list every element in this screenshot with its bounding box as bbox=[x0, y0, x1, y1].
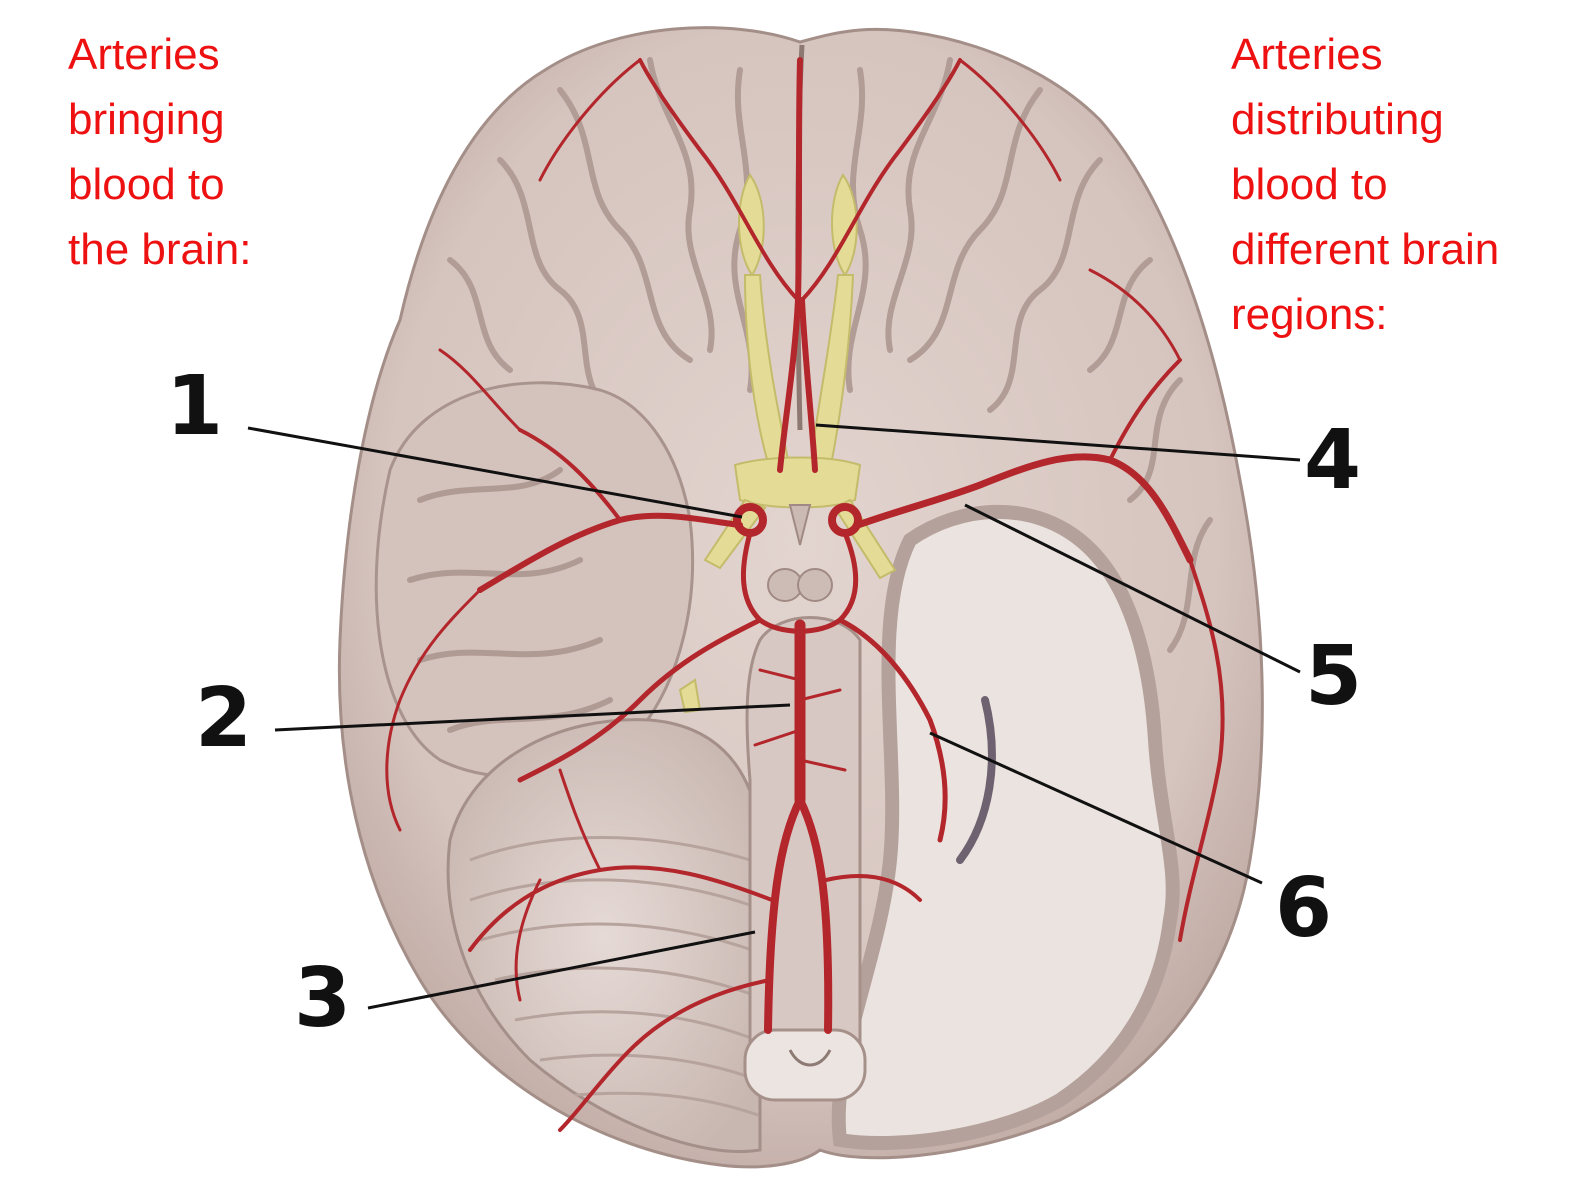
leader-line-5 bbox=[964, 503, 1301, 674]
heading-right-line: different brain bbox=[1231, 225, 1500, 275]
leader-lines bbox=[247, 423, 1301, 1010]
left-temporal-lobe bbox=[374, 381, 695, 779]
leader-line-4 bbox=[815, 423, 1301, 462]
heading-right-line: distributing bbox=[1231, 95, 1444, 145]
leader-line-6 bbox=[929, 731, 1263, 885]
heading-left-line: blood to bbox=[68, 160, 225, 210]
optic-structures bbox=[678, 173, 897, 714]
heading-arteries-bringing-blood: Arteries bringing blood to the brain: bbox=[68, 22, 251, 282]
gyri bbox=[447, 57, 1213, 653]
leader-line-3 bbox=[367, 930, 756, 1010]
mammillary-body-left bbox=[767, 568, 803, 602]
brain-illustration bbox=[247, 26, 1301, 1169]
cerebellum bbox=[446, 718, 762, 1154]
label-number-5: 5 bbox=[1305, 629, 1363, 724]
lateral-ventricle bbox=[956, 696, 996, 864]
heading-right-line: regions: bbox=[1231, 290, 1388, 340]
leader-line-1 bbox=[247, 426, 743, 519]
heading-left-line: Arteries bbox=[68, 30, 220, 79]
leader-line-2 bbox=[274, 703, 791, 732]
label-number-6: 6 bbox=[1275, 861, 1333, 956]
heading-left-line: the brain: bbox=[68, 225, 252, 275]
heading-left-line: bringing bbox=[68, 95, 225, 145]
right-white-matter-section bbox=[831, 504, 1180, 1151]
heading-right-line: blood to bbox=[1231, 160, 1388, 210]
label-number-2: 2 bbox=[195, 671, 253, 766]
label-number-3: 3 bbox=[294, 951, 352, 1046]
label-number-4: 4 bbox=[1304, 413, 1362, 508]
heading-right-line: Arteries bbox=[1231, 30, 1383, 79]
cerebellar-folia bbox=[469, 836, 759, 1117]
heading-arteries-distributing-blood: Arteries distributing blood to different… bbox=[1231, 22, 1499, 348]
mammillary-body-right bbox=[797, 568, 833, 602]
label-number-1: 1 bbox=[166, 359, 224, 454]
